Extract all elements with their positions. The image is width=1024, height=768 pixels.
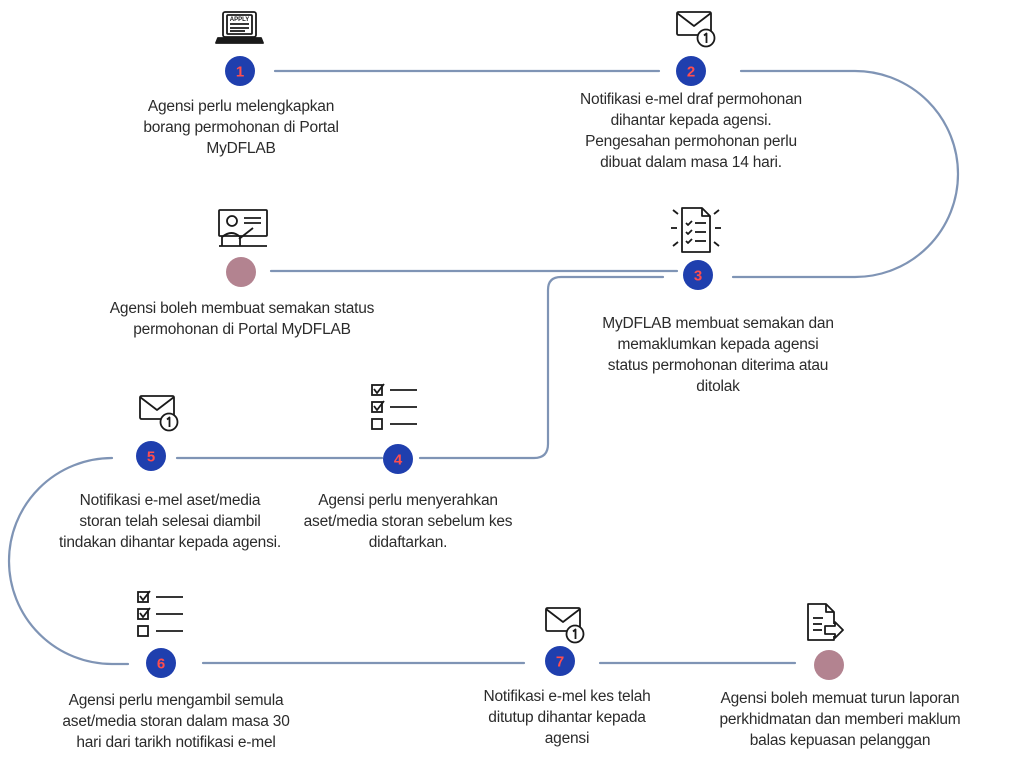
email-notification-icon	[139, 395, 179, 432]
step-circle-optional-a	[226, 257, 256, 287]
checklist-document-icon	[671, 207, 721, 253]
email-notification-icon	[545, 607, 585, 644]
step-number-4: 4	[394, 452, 403, 469]
optional-step-a-label: Agensi boleh membuat semakan status perm…	[109, 300, 375, 338]
checklist-icon	[371, 383, 417, 430]
step-circle-5: 5	[136, 441, 166, 471]
laptop-apply-icon	[215, 11, 264, 44]
step-1-label: Agensi perlu melengkapkan borang permoho…	[143, 98, 339, 157]
email-notification-icon	[676, 11, 716, 48]
step-circle-7: 7	[545, 646, 575, 676]
step-number-1: 1	[236, 64, 244, 81]
checklist-icon	[137, 590, 183, 637]
step-2-label: Notifikasi e-mel draf permohonan dihanta…	[580, 91, 802, 171]
step-circle-2: 2	[676, 56, 706, 86]
step-6-label: Agensi perlu mengambil semula aset/media…	[62, 692, 290, 751]
step-5-label: Notifikasi e-mel aset/media storan telah…	[59, 492, 281, 551]
step-circle-1: 1	[225, 56, 255, 86]
apply-icon-text: APPLY	[230, 17, 249, 23]
step-4-label: Agensi perlu menyerahkan aset/media stor…	[303, 492, 513, 551]
step-number-5: 5	[147, 449, 155, 466]
flow-connector	[7, 69, 960, 666]
step-number-3: 3	[694, 268, 702, 285]
step-circle-optional-b	[814, 650, 844, 680]
step-circle-3: 3	[683, 260, 713, 290]
step-circle-4: 4	[383, 444, 413, 474]
step-number-6: 6	[157, 656, 165, 673]
presentation-screen-icon	[218, 209, 268, 247]
document-export-icon	[807, 603, 844, 641]
step-7-label: Notifikasi e-mel kes telah ditutup dihan…	[483, 688, 651, 747]
step-number-7: 7	[556, 654, 564, 671]
optional-step-b-label: Agensi boleh memuat turun laporan perkhi…	[719, 690, 961, 749]
step-3-label: MyDFLAB membuat semakan dan memaklumkan …	[602, 315, 834, 395]
step-number-2: 2	[687, 64, 695, 81]
step-circle-6: 6	[146, 648, 176, 678]
